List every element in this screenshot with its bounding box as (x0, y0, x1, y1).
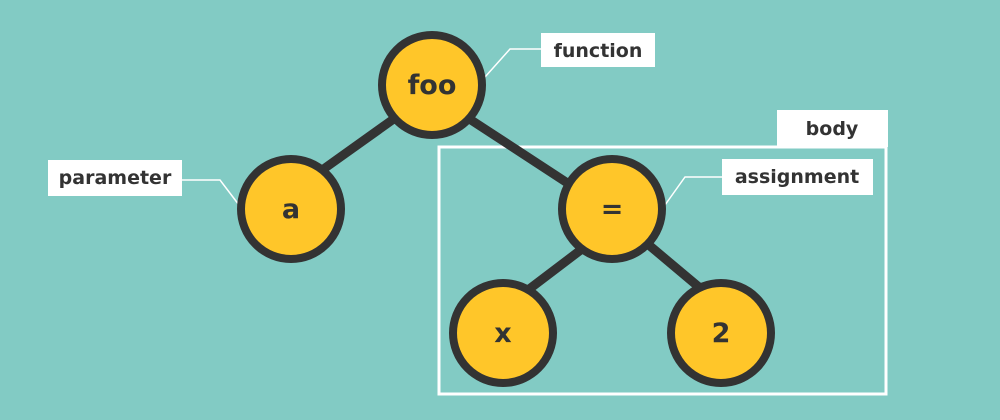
label-parameter: parameter (48, 160, 182, 196)
node-assign-circle (558, 155, 666, 263)
node-x-label: x (494, 318, 511, 349)
node-foo-circle (378, 31, 486, 139)
edge-assign-x (523, 244, 587, 295)
label-parameter-box (48, 160, 182, 196)
node-foo-label: foo (408, 70, 457, 101)
node-assign: = (558, 155, 666, 263)
label-assignment: assignment (722, 159, 873, 195)
node-x: x (449, 279, 557, 387)
label-assignment-box (722, 159, 873, 195)
label-function: function (541, 33, 655, 67)
node-a-circle (237, 155, 345, 263)
label-function-box (541, 33, 655, 67)
node-two-label: 2 (712, 318, 731, 349)
label-assignment-text: assignment (735, 166, 859, 188)
leader-parameter (182, 179, 240, 206)
label-body-text: body (806, 118, 859, 140)
node-foo: foo (378, 31, 486, 139)
node-x-circle (449, 279, 557, 387)
label-body: body (777, 110, 888, 147)
edge-assign-two (645, 241, 705, 293)
node-two-circle (667, 279, 775, 387)
label-function-text: function (554, 40, 643, 62)
leader-assignment (664, 176, 722, 206)
node-a: a (237, 155, 345, 263)
label-parameter-text: parameter (59, 167, 172, 189)
body-frame (437, 145, 888, 396)
node-two: 2 (667, 279, 775, 387)
node-a-label: a (282, 194, 300, 225)
edge-foo-assign (463, 113, 577, 191)
label-body-box (777, 110, 888, 147)
edge-foo-a (320, 113, 400, 173)
node-assign-label: = (601, 194, 624, 225)
leader-function (484, 48, 541, 78)
